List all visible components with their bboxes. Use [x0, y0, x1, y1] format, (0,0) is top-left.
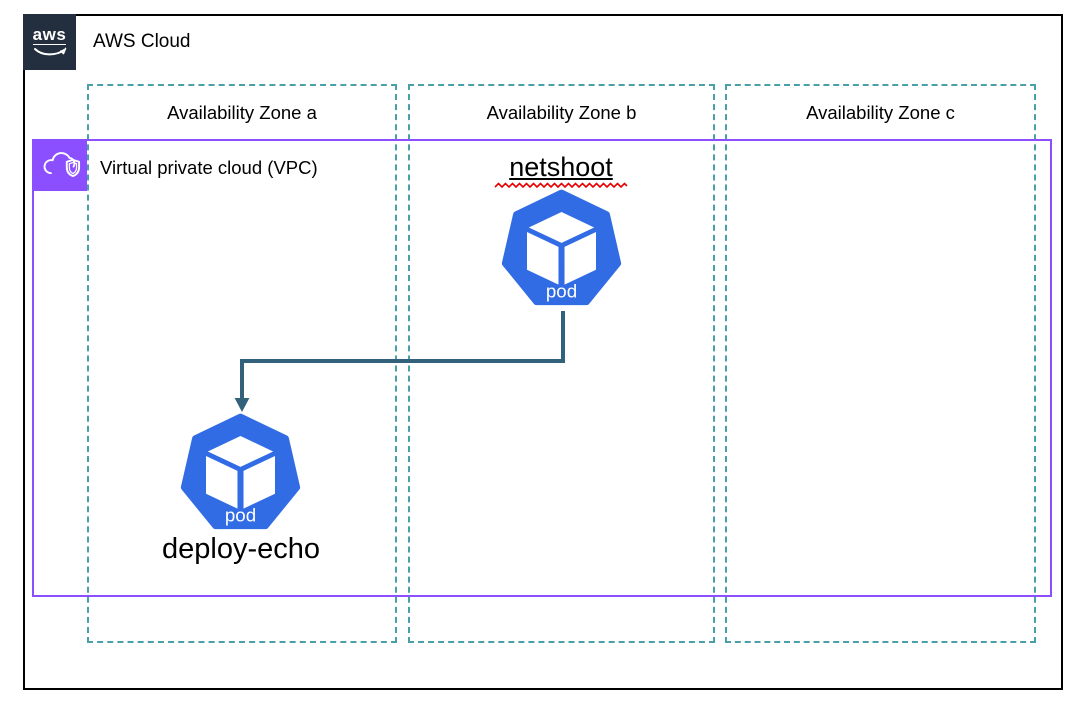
aws-cloud-label: AWS Cloud: [93, 31, 191, 52]
availability-zone-c-label: Availability Zone c: [806, 102, 955, 123]
cube-left-face: [527, 231, 559, 285]
cube-top-face: [207, 435, 274, 467]
spellcheck-wavy-underline: [494, 182, 628, 189]
availability-zone-c: Availability Zone c: [725, 84, 1036, 643]
cube-top-face: [528, 211, 595, 243]
deploy-echo-pod-icon-label: pod: [225, 504, 256, 525]
deploy-echo-pod-label: deploy-echo: [162, 533, 320, 565]
netshoot-pod-label: netshoot: [451, 152, 671, 189]
netshoot-pod-icon: pod: [501, 189, 622, 306]
vpc-cloud-shield-glyph: [43, 152, 80, 178]
vpc-label: Virtual private cloud (VPC): [100, 157, 318, 178]
vpc-group-box: [32, 139, 1052, 597]
cube-left-face: [206, 455, 238, 509]
availability-zone-b-label: Availability Zone b: [486, 102, 637, 123]
aws-smile-icon: [33, 47, 66, 56]
aws-logo-text: aws: [32, 25, 67, 45]
deploy-echo-pod-icon: pod: [180, 413, 301, 530]
cube-right-face: [243, 455, 275, 509]
netshoot-pod-icon-label: pod: [546, 280, 577, 301]
netshoot-pod-name: netshoot: [509, 152, 613, 182]
availability-zone-a-label: Availability Zone a: [167, 102, 317, 123]
aws-cloud-icon: aws: [23, 14, 76, 70]
cube-right-face: [564, 231, 596, 285]
vpc-icon: [32, 139, 87, 191]
